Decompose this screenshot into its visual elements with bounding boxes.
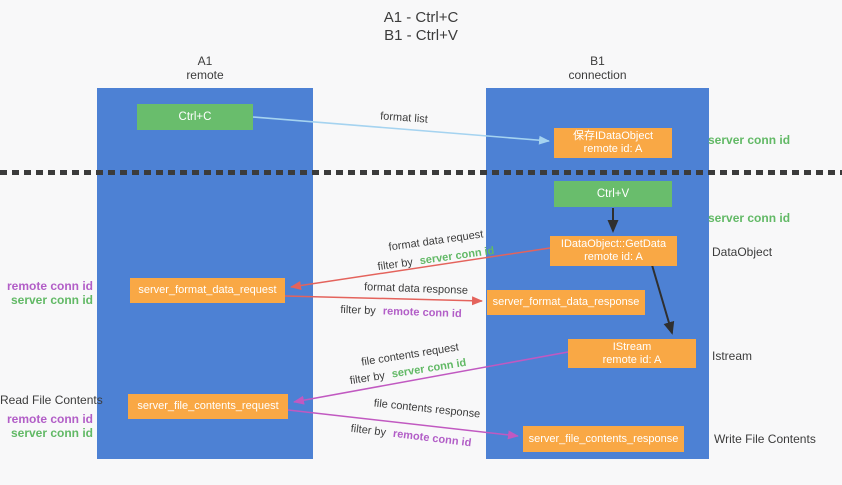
edge-label-format-list: format list	[380, 110, 428, 125]
node-server-format-data-request: server_format_data_request	[130, 278, 285, 303]
edge-label-format-data-response: format data response	[364, 281, 468, 297]
node-getdata-line1: IDataObject::GetData	[560, 238, 667, 250]
annotation-read-file-contents: Read File Contents	[0, 393, 103, 407]
annotation-server-conn-id-mid: server conn id	[708, 211, 791, 225]
annotation-remote-conn-id-bottom: remote conn id	[6, 412, 93, 426]
node-server-file-contents-request: server_file_contents_request	[128, 394, 288, 419]
filter-by-text: filter by	[340, 303, 377, 318]
node-ctrl-v-label: Ctrl+V	[596, 187, 630, 200]
filter-by-text: filter by	[350, 422, 387, 439]
remote-conn-id-text: remote conn id	[392, 427, 472, 450]
edge-label-filter-by-remote-conn-id-2: filter by remote conn id	[350, 423, 472, 450]
annotation-remote-conn-id-top: remote conn id	[6, 279, 93, 293]
file-contents-response-text: file contents response	[373, 397, 481, 421]
node-istream-line1: IStream	[612, 340, 652, 353]
lane-b1-name: B1	[590, 54, 605, 68]
annotation-left-server-conn-id-bottom: server conn id	[10, 426, 93, 440]
lane-a1-name: A1	[197, 54, 213, 68]
node-save-idataobject-line2: remote id: A	[583, 143, 643, 155]
format-list-text: format list	[379, 110, 429, 126]
node-istream: IStream remote id: A	[568, 339, 696, 368]
node-ctrl-v: Ctrl+V	[554, 181, 672, 207]
filter-by-text: filter by	[348, 369, 386, 388]
title-line-1: A1 - Ctrl+C	[383, 9, 459, 26]
lane-b1-role: connection	[568, 68, 627, 82]
server-conn-id-text: server conn id	[418, 244, 496, 268]
arrow-format-data-response	[284, 295, 483, 306]
diagram-title: A1 - Ctrl+C B1 - Ctrl+V	[0, 9, 842, 45]
node-server-file-contents-response: server_file_contents_response	[523, 426, 684, 452]
node-istream-line2: remote id: A	[602, 353, 662, 366]
node-ctrl-c: Ctrl+C	[137, 104, 253, 130]
lane-header-b1: B1 connection	[486, 54, 709, 82]
node-save-idataobject-line1: 保存IDataObject	[572, 130, 654, 142]
node-file-request-label: server_file_contents_request	[137, 400, 279, 412]
node-format-request-label: server_format_data_request	[138, 284, 277, 296]
lane-a1-role: remote	[186, 68, 224, 82]
node-save-idataobject: 保存IDataObject remote id: A	[554, 128, 672, 158]
annotation-left-server-conn-id-top: server conn id	[10, 293, 93, 307]
remote-conn-id-text: remote conn id	[382, 305, 462, 321]
node-idataobject-getdata: IDataObject::GetData remote id: A	[550, 236, 677, 266]
node-format-response-label: server_format_data_response	[492, 296, 640, 308]
annotation-server-conn-id-top: server conn id	[708, 133, 791, 147]
lane-header-a1: A1 remote	[97, 54, 313, 82]
edge-label-filter-by-remote-conn-id-1: filter by remote conn id	[340, 304, 462, 320]
dotted-divider	[0, 170, 842, 175]
node-server-format-data-response: server_format_data_response	[487, 290, 645, 315]
node-getdata-line2: remote id: A	[584, 251, 643, 263]
edge-label-file-contents-response: file contents response	[373, 397, 481, 420]
filter-by-text: filter by	[376, 256, 414, 274]
title-line-2: B1 - Ctrl+V	[384, 27, 458, 44]
node-file-response-label: server_file_contents_response	[528, 432, 679, 445]
format-data-response-text: format data response	[363, 281, 469, 297]
annotation-istream: Istream	[712, 349, 753, 363]
annotation-write-file-contents: Write File Contents	[714, 432, 816, 446]
annotation-dataobject: DataObject	[712, 245, 773, 259]
node-ctrl-c-label: Ctrl+C	[178, 110, 212, 123]
